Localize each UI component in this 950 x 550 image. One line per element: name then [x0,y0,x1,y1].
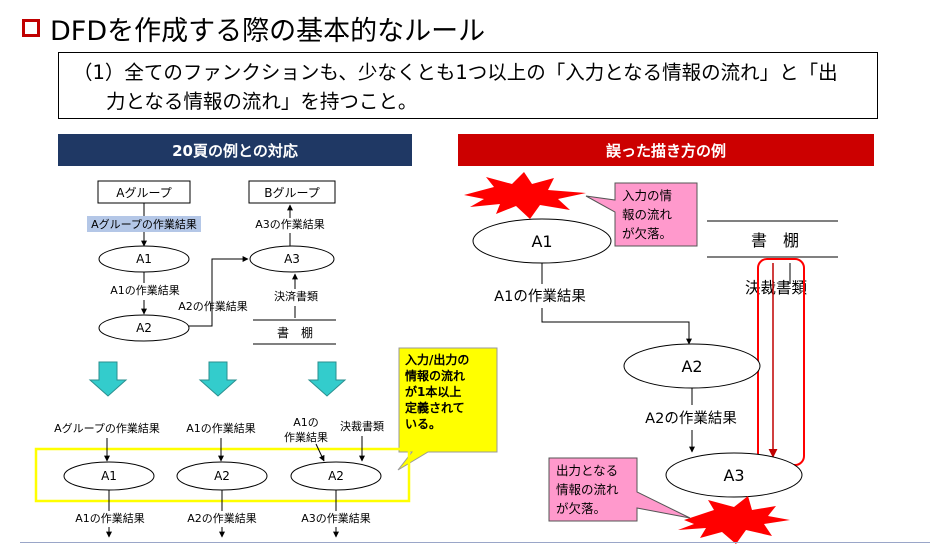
callout-missing-input-text: 入力の情 報の流れ が欠落。 [622,188,676,241]
r-a3-process [665,452,803,498]
bottom-out-a1-label: A1の作業結果 [75,511,145,525]
title-text: DFDを作成する際の基本的なルール [50,15,486,47]
a1-result-label: A1の作業結果 [110,283,180,297]
a-group-label: Aグループ [116,186,172,200]
b-group-box [248,180,336,204]
bottom-process-a2-label: A2 [214,469,230,483]
bottom-out-a2-label: A2の作業結果 [187,511,257,525]
a2-process [98,314,190,342]
callout-defined-line: 情報の流れ [405,368,465,383]
callout-defined-line: が1本以上 [405,384,461,399]
r-a3-label: A3 [723,466,744,485]
title-square-icon [22,19,40,37]
bottom-in-a1-label: A1の作業結果 [186,421,256,435]
r-a1-label: A1 [531,232,552,251]
a1-label: A1 [136,252,152,266]
down-arrow-icon [88,361,128,397]
shelf-label: 書 棚 [277,325,313,340]
r-a2-label: A2 [681,357,702,376]
a2-result-label: A2の作業結果 [178,299,248,313]
a3-label: A3 [284,252,300,266]
callout-missing-output-line: が欠落。 [556,501,606,516]
a-group-result-label: Aグループの作業結果 [91,217,197,231]
callout-defined [397,347,498,471]
bottom-divider [20,542,930,543]
callout-missing-output-line: 情報の流れ [556,482,619,497]
callout-missing-output-line: 出力となる [556,463,618,478]
rule-line-2: 力となる情報の流れ」を持つこと。 [106,90,418,113]
callout-defined-line: いる。 [405,417,441,431]
bottom-in-approval-label: 決裁書類 [340,419,384,433]
r-shelf-label: 書 棚 [751,231,799,250]
flow-a2-to-a3 [189,256,249,327]
bottom-process-a3-label: A2 [328,469,344,483]
r-a2-result-label: A2の作業結果 [645,410,737,427]
bottom-in-a1-label-2: 作業結果 [284,430,328,444]
slide-title: DFDを作成する際の基本的なルール [22,8,485,48]
r-a1-result-label: A1の作業結果 [494,288,586,305]
down-arrow-icon [307,361,347,397]
callout-missing-input-line: が欠落。 [622,226,672,241]
a3-result-label: A3の作業結果 [255,217,325,231]
a-group-result-highlight [87,216,201,232]
left-section-header: 20頁の例との対応 [58,134,412,166]
missing-input-burst-icon [464,172,586,219]
bottom-in-agroup-label: Aグループの作業結果 [54,421,160,435]
bottom-out-a3-label: A3の作業結果 [301,511,371,525]
callout-defined-line: 入力/出力の [405,352,469,367]
a3-process [249,245,335,273]
callout-missing-output-text: 出力となる 情報の流れ が欠落。 [556,463,623,516]
a2-label: A2 [136,321,152,335]
callout-missing-output [548,457,691,522]
callout-defined-text: 入力/出力の 情報の流れ が1本以上 定義されて いる。 [405,352,474,431]
callout-missing-input-line: 報の流れ [622,207,673,222]
callout-missing-input [585,182,698,247]
r-flow-a1-to-a2 [541,308,692,345]
bottom-flow-in [315,443,325,462]
settlement-doc-label: 決済書類 [274,289,318,303]
right-section-header: 誤った描き方の例 [458,134,874,166]
missing-output-burst-icon [678,496,790,544]
r-approval-doc-label: 決裁書類 [745,279,808,297]
rule-box: （1）全てのファンクションも、少なくとも1つ以上の「入力となる情報の流れ」と「出… [58,52,878,119]
down-arrow-icon [198,361,238,397]
callout-missing-input-line: 入力の情 [622,188,672,203]
bottom-process-a1-label: A1 [101,469,117,483]
bottom-in-a1-label-1: A1の [293,416,319,429]
rule-line-1: （1）全てのファンクションも、少なくとも1つ以上の「入力となる情報の流れ」と「出 [73,61,838,84]
callout-defined-line: 定義されて [405,400,465,415]
b-group-label: Bグループ [264,186,320,200]
